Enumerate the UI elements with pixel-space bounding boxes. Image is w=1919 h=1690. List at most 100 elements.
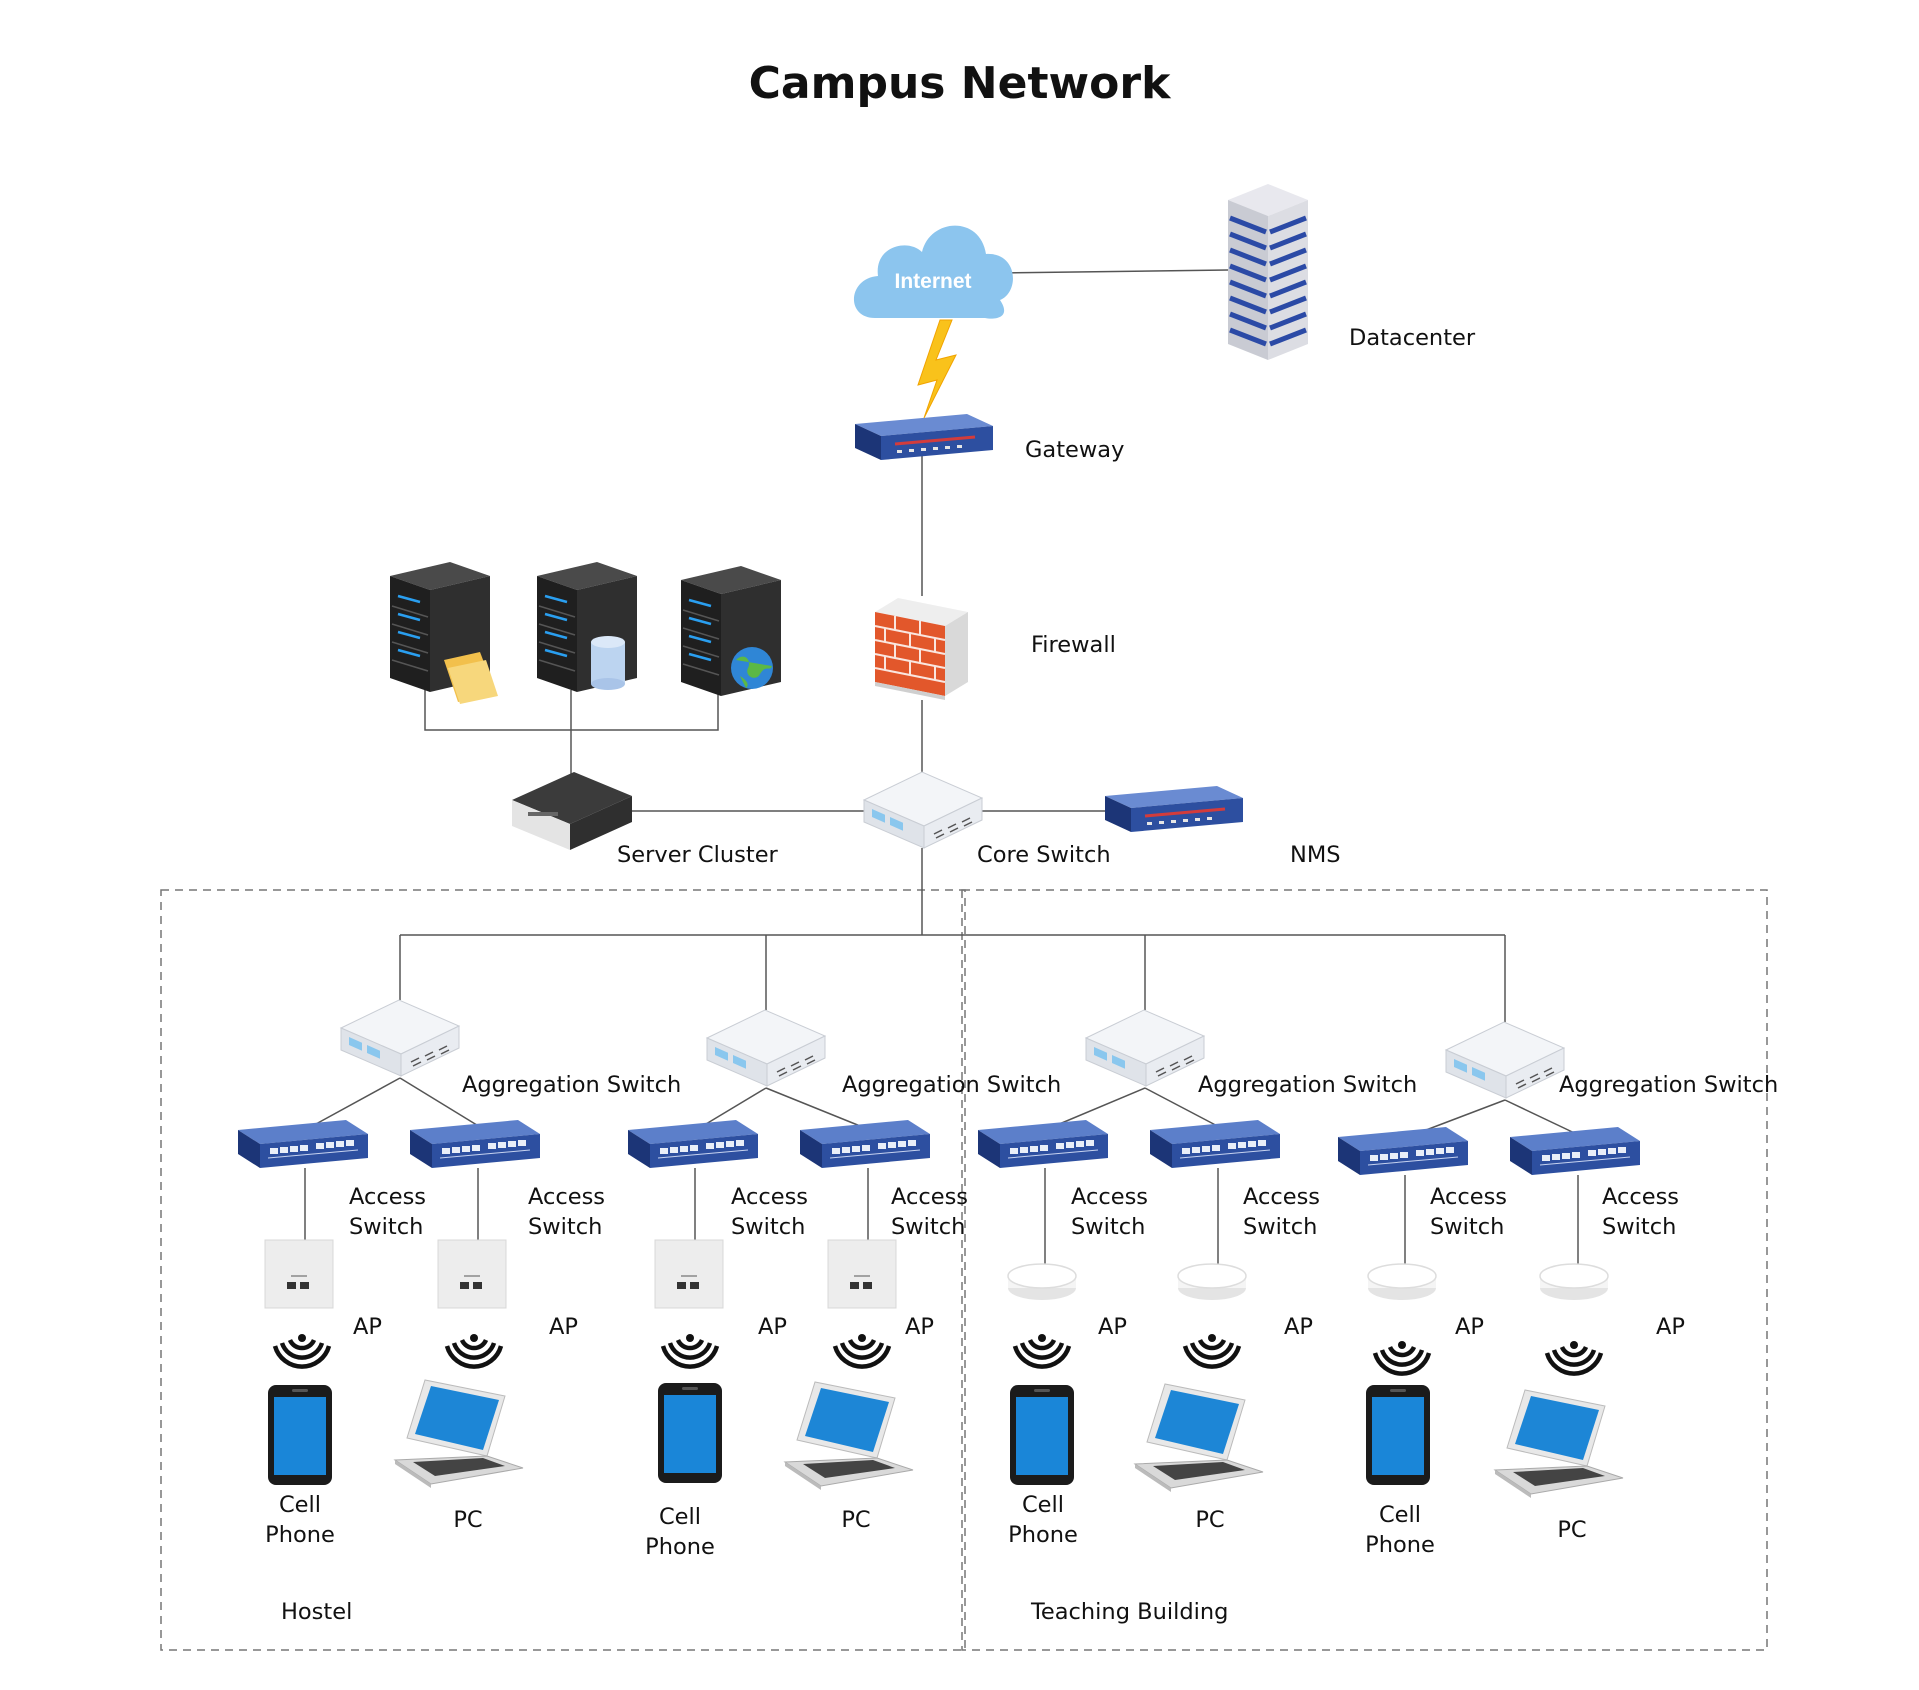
laptop-icon [394, 1379, 524, 1489]
pc-label: PC [453, 1507, 483, 1533]
access-switch-icon [977, 1119, 1109, 1169]
ap-label: AP [1455, 1314, 1484, 1340]
lightning-icon [917, 319, 957, 419]
wall-ap-icon [827, 1239, 897, 1309]
cell-phone-label-line2: Phone [645, 1534, 715, 1560]
firewall-label: Firewall [1031, 632, 1116, 658]
database-icon [591, 636, 625, 690]
access-switch-icon [237, 1119, 369, 1169]
access-switch-label-line1: Access [1430, 1184, 1508, 1210]
access-switch-label-line2: Switch [891, 1214, 966, 1240]
access-switch-icon [409, 1119, 541, 1169]
aggregation-switch-label: Aggregation Switch [462, 1072, 682, 1098]
wifi-icon [1015, 1334, 1069, 1367]
cell-phone-icon [1010, 1385, 1074, 1485]
ceiling-ap-icon [1177, 1263, 1247, 1301]
access-switch-label-line2: Switch [1071, 1214, 1146, 1240]
ap-label: AP [549, 1314, 578, 1340]
laptop-icon [784, 1381, 914, 1491]
gateway-router-icon [853, 412, 995, 462]
internet-cloud-icon: Internet [853, 225, 1013, 319]
ceiling-ap-icon [1539, 1263, 1609, 1301]
gateway-label: Gateway [1025, 437, 1125, 463]
access-switch-icon [1149, 1119, 1281, 1169]
wifi-icon [1375, 1341, 1429, 1374]
datacenter-label: Datacenter [1349, 325, 1476, 351]
page-title: Campus Network [748, 58, 1171, 109]
access-switch-label-line2: Switch [1243, 1214, 1318, 1240]
aggregation-switch-icon [340, 999, 460, 1077]
access-switch-label-line2: Switch [1602, 1214, 1677, 1240]
pc-label: PC [1195, 1507, 1225, 1533]
access-switch-label-line1: Access [891, 1184, 969, 1210]
cell-phone-label-line1: Cell [658, 1504, 702, 1530]
wall-ap-icon [437, 1239, 507, 1309]
nms-label: NMS [1290, 842, 1341, 868]
cell-phone-icon [268, 1385, 332, 1485]
wifi-icon [1547, 1341, 1601, 1374]
cell-phone-label-line2: Phone [265, 1522, 335, 1548]
laptop-icon [1494, 1389, 1624, 1499]
wall-ap-icon [264, 1239, 334, 1309]
aggregation-switch-label: Aggregation Switch [842, 1072, 1062, 1098]
wifi-icon [275, 1334, 329, 1367]
access-switch-label-line1: Access [528, 1184, 606, 1210]
teaching-building-label: Teaching Building [1031, 1599, 1229, 1625]
access-switch-label-line1: Access [1071, 1184, 1149, 1210]
wifi-icon [1185, 1334, 1239, 1367]
core-switch-icon [863, 771, 983, 849]
cell-phone-icon [1366, 1385, 1430, 1485]
cell-phone-icon [658, 1383, 722, 1483]
access-switch-label-line1: Access [1243, 1184, 1321, 1210]
cell-phone-label-line2: Phone [1008, 1522, 1078, 1548]
aggregation-switch-icon [706, 1009, 826, 1087]
ap-label: AP [905, 1314, 934, 1340]
access-switch-label-line1: Access [349, 1184, 427, 1210]
pc-label: PC [841, 1507, 871, 1533]
ap-label: AP [1098, 1314, 1127, 1340]
cell-phone-label-line1: Cell [1021, 1492, 1065, 1518]
access-switch-icon [627, 1119, 759, 1169]
cell-phone-label-line1: Cell [1378, 1502, 1422, 1528]
wifi-icon [663, 1334, 717, 1367]
ceiling-ap-icon [1007, 1263, 1077, 1301]
access-switch-icon [799, 1119, 931, 1169]
access-switch-label-line2: Switch [1430, 1214, 1505, 1240]
ap-label: AP [1284, 1314, 1313, 1340]
cell-phone-label-line1: Cell [278, 1492, 322, 1518]
ap-label: AP [758, 1314, 787, 1340]
wifi-icon [447, 1334, 501, 1367]
laptop-icon [1134, 1383, 1264, 1493]
teaching-building-zone [961, 889, 1768, 1651]
aggregation-switch-icon [1085, 1009, 1205, 1087]
core-switch-label: Core Switch [977, 842, 1111, 868]
datacenter-building-icon [1228, 184, 1308, 360]
access-switch-label-line2: Switch [528, 1214, 603, 1240]
ap-label: AP [1656, 1314, 1685, 1340]
wifi-icon [835, 1334, 889, 1367]
server-cluster-label: Server Cluster [617, 842, 778, 868]
access-switch-icon [1509, 1126, 1641, 1176]
cell-phone-label-line2: Phone [1365, 1532, 1435, 1558]
aggregation-switch-label: Aggregation Switch [1198, 1072, 1418, 1098]
wall-ap-icon [654, 1239, 724, 1309]
hostel-zone [160, 889, 966, 1651]
globe-icon [731, 647, 773, 689]
folder-icon [444, 652, 498, 704]
ap-label: AP [353, 1314, 382, 1340]
access-switch-icon [1337, 1126, 1469, 1176]
aggregation-switch-icon [1445, 1021, 1565, 1099]
pc-label: PC [1557, 1517, 1587, 1543]
access-switch-label-line2: Switch [731, 1214, 806, 1240]
access-switch-label-line2: Switch [349, 1214, 424, 1240]
access-switch-label-line1: Access [731, 1184, 809, 1210]
server-cluster-icon [512, 772, 632, 850]
ceiling-ap-icon [1367, 1263, 1437, 1301]
cloud-text: Internet [894, 270, 971, 293]
nms-router-icon [1103, 784, 1245, 834]
access-switch-label-line1: Access [1602, 1184, 1680, 1210]
hostel-label: Hostel [281, 1599, 353, 1625]
firewall-icon [874, 598, 968, 700]
aggregation-switch-label: Aggregation Switch [1559, 1072, 1779, 1098]
